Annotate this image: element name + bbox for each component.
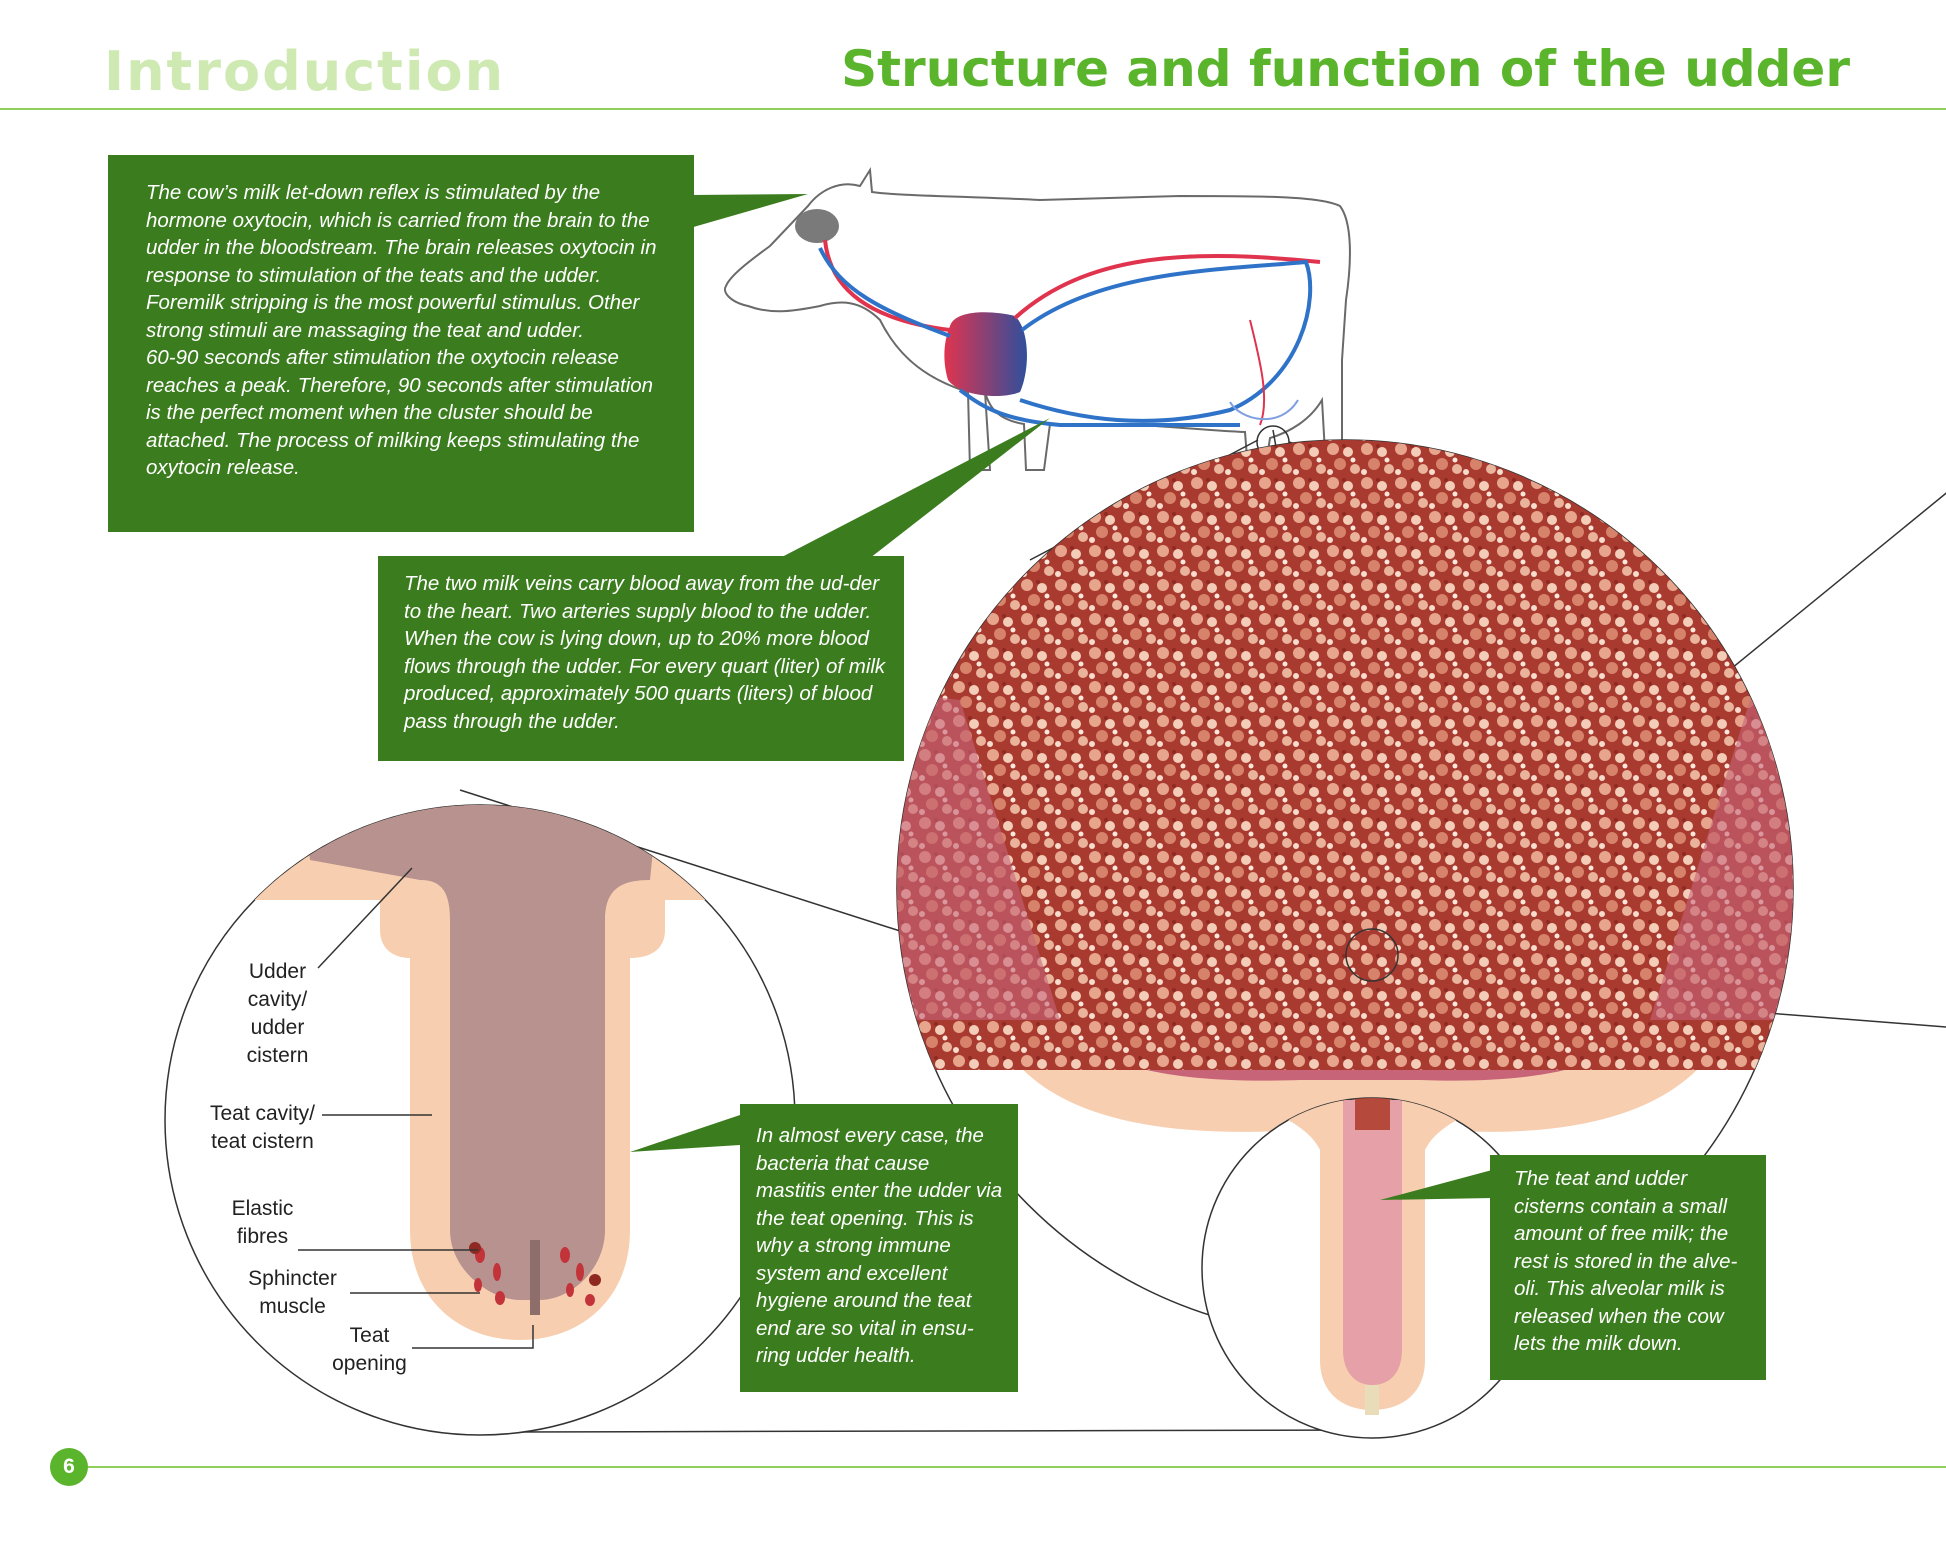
label-sphincter-muscle: Sphincter muscle	[248, 1267, 337, 1318]
brain	[795, 209, 839, 243]
label-teat-opening: Teat opening	[332, 1324, 407, 1375]
udder-cross-section	[897, 440, 1793, 1132]
page-title: Structure and function of the udder	[841, 40, 1850, 98]
udder-veins	[1229, 399, 1299, 420]
cisterns-callout: The teat and udder cisterns contain a sm…	[1490, 1155, 1766, 1380]
bacteria-callout: In almost every case, the bacteria that …	[740, 1104, 1018, 1392]
oxytocin-text-2: 60-90 seconds after stimulation the oxyt…	[146, 346, 654, 479]
footer-rule	[88, 1466, 1946, 1468]
cisterns-text: The teat and udder cisterns contain a sm…	[1514, 1167, 1738, 1355]
cow-outline	[724, 166, 1351, 471]
label-leaders	[298, 867, 534, 1349]
blood-vessels	[818, 239, 1321, 427]
bacteria-text: In almost every case, the bacteria that …	[756, 1124, 1003, 1367]
label-teat-cavity: Teat cavity/ teat cistern	[209, 1102, 316, 1153]
oxytocin-callout: The cow’s milk let-down reflex is stimul…	[108, 155, 694, 532]
heart	[944, 312, 1027, 396]
milk-veins-callout: The two milk veins carry blood away from…	[378, 556, 904, 761]
header-rule	[0, 108, 1946, 110]
teat-section	[1250, 1098, 1495, 1415]
oxytocin-text-1: The cow’s milk let-down reflex is stimul…	[146, 181, 657, 342]
page-number: 6	[50, 1448, 88, 1486]
label-udder-cavity: Udder cavity/ udder cistern	[246, 960, 309, 1067]
callout-pointers	[630, 194, 1492, 1200]
milk-veins-text: The two milk veins carry blood away from…	[404, 572, 886, 733]
label-elastic-fibres: Elastic fibres	[231, 1197, 294, 1248]
zoom-marker-alveoli	[1345, 928, 1399, 982]
section-title: Introduction	[104, 40, 506, 103]
